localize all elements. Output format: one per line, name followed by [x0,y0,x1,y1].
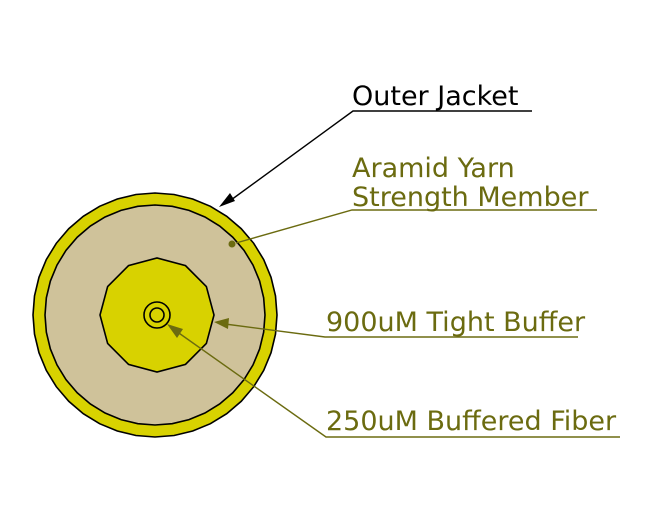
buffered-fiber-leader [175,330,620,438]
buffered-fiber-arrowhead [167,324,183,338]
aramid-yarn-label-line2: Strength Member [352,182,589,213]
cable-cross-section [32,192,278,438]
aramid-yarn-leader-dot [228,240,236,248]
tight-buffer-callout: 900uM Tight Buffer [214,307,586,338]
buffered-fiber-callout: 250uM Buffered Fiber [167,324,620,438]
aramid-yarn-label-line1: Aramid Yarn [352,153,515,184]
buffered-fiber-core [149,307,165,323]
tight-buffer-leader [224,323,578,338]
outer-jacket-callout: Outer Jacket [219,81,532,207]
aramid-yarn-leader [235,209,597,244]
outer-jacket-leader [230,110,532,201]
outer-jacket-arrowhead [219,193,235,207]
buffered-fiber-label: 250uM Buffered Fiber [326,406,617,437]
tight-buffer-arrowhead [214,318,229,329]
tight-buffer-label: 900uM Tight Buffer [326,307,586,338]
outer-jacket-label: Outer Jacket [352,81,518,112]
aramid-yarn-callout: Aramid Yarn Strength Member [228,153,597,248]
